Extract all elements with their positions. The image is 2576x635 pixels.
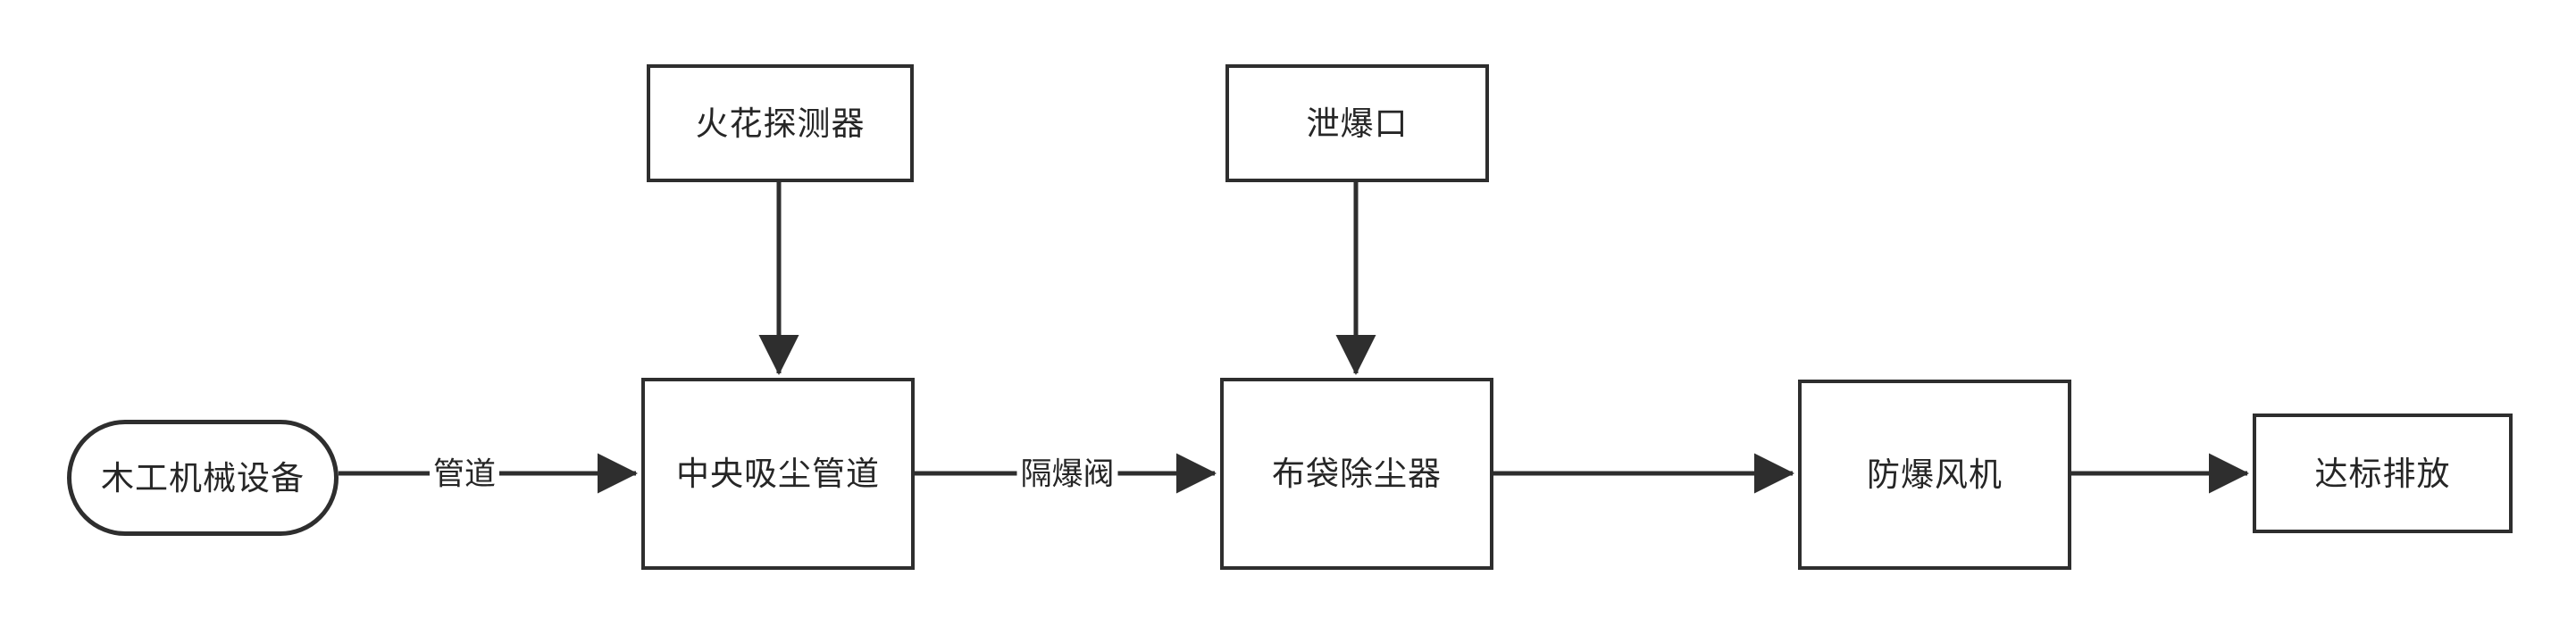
node-explosion-proof-fan[interactable]: 防爆风机 bbox=[1798, 380, 2071, 570]
node-label: 火花探测器 bbox=[695, 104, 866, 142]
node-woodworking-equipment[interactable]: 木工机械设备 bbox=[67, 420, 339, 536]
node-label: 防爆风机 bbox=[1867, 456, 2003, 493]
node-central-dust-duct[interactable]: 中央吸尘管道 bbox=[641, 378, 915, 570]
edge-label-pipe: 管道 bbox=[429, 456, 500, 492]
node-spark-detector[interactable]: 火花探测器 bbox=[647, 64, 914, 182]
node-label: 泄爆口 bbox=[1306, 104, 1409, 142]
edge-label-explosion-isolation-valve: 隔爆阀 bbox=[1016, 456, 1118, 492]
node-bag-dust-collector[interactable]: 布袋除尘器 bbox=[1220, 378, 1493, 570]
node-label: 木工机械设备 bbox=[101, 459, 305, 497]
node-label: 布袋除尘器 bbox=[1272, 455, 1442, 492]
node-label: 达标排放 bbox=[2314, 455, 2451, 492]
node-explosion-vent[interactable]: 泄爆口 bbox=[1225, 64, 1489, 182]
node-label: 中央吸尘管道 bbox=[676, 455, 880, 492]
node-compliant-discharge[interactable]: 达标排放 bbox=[2253, 414, 2513, 533]
